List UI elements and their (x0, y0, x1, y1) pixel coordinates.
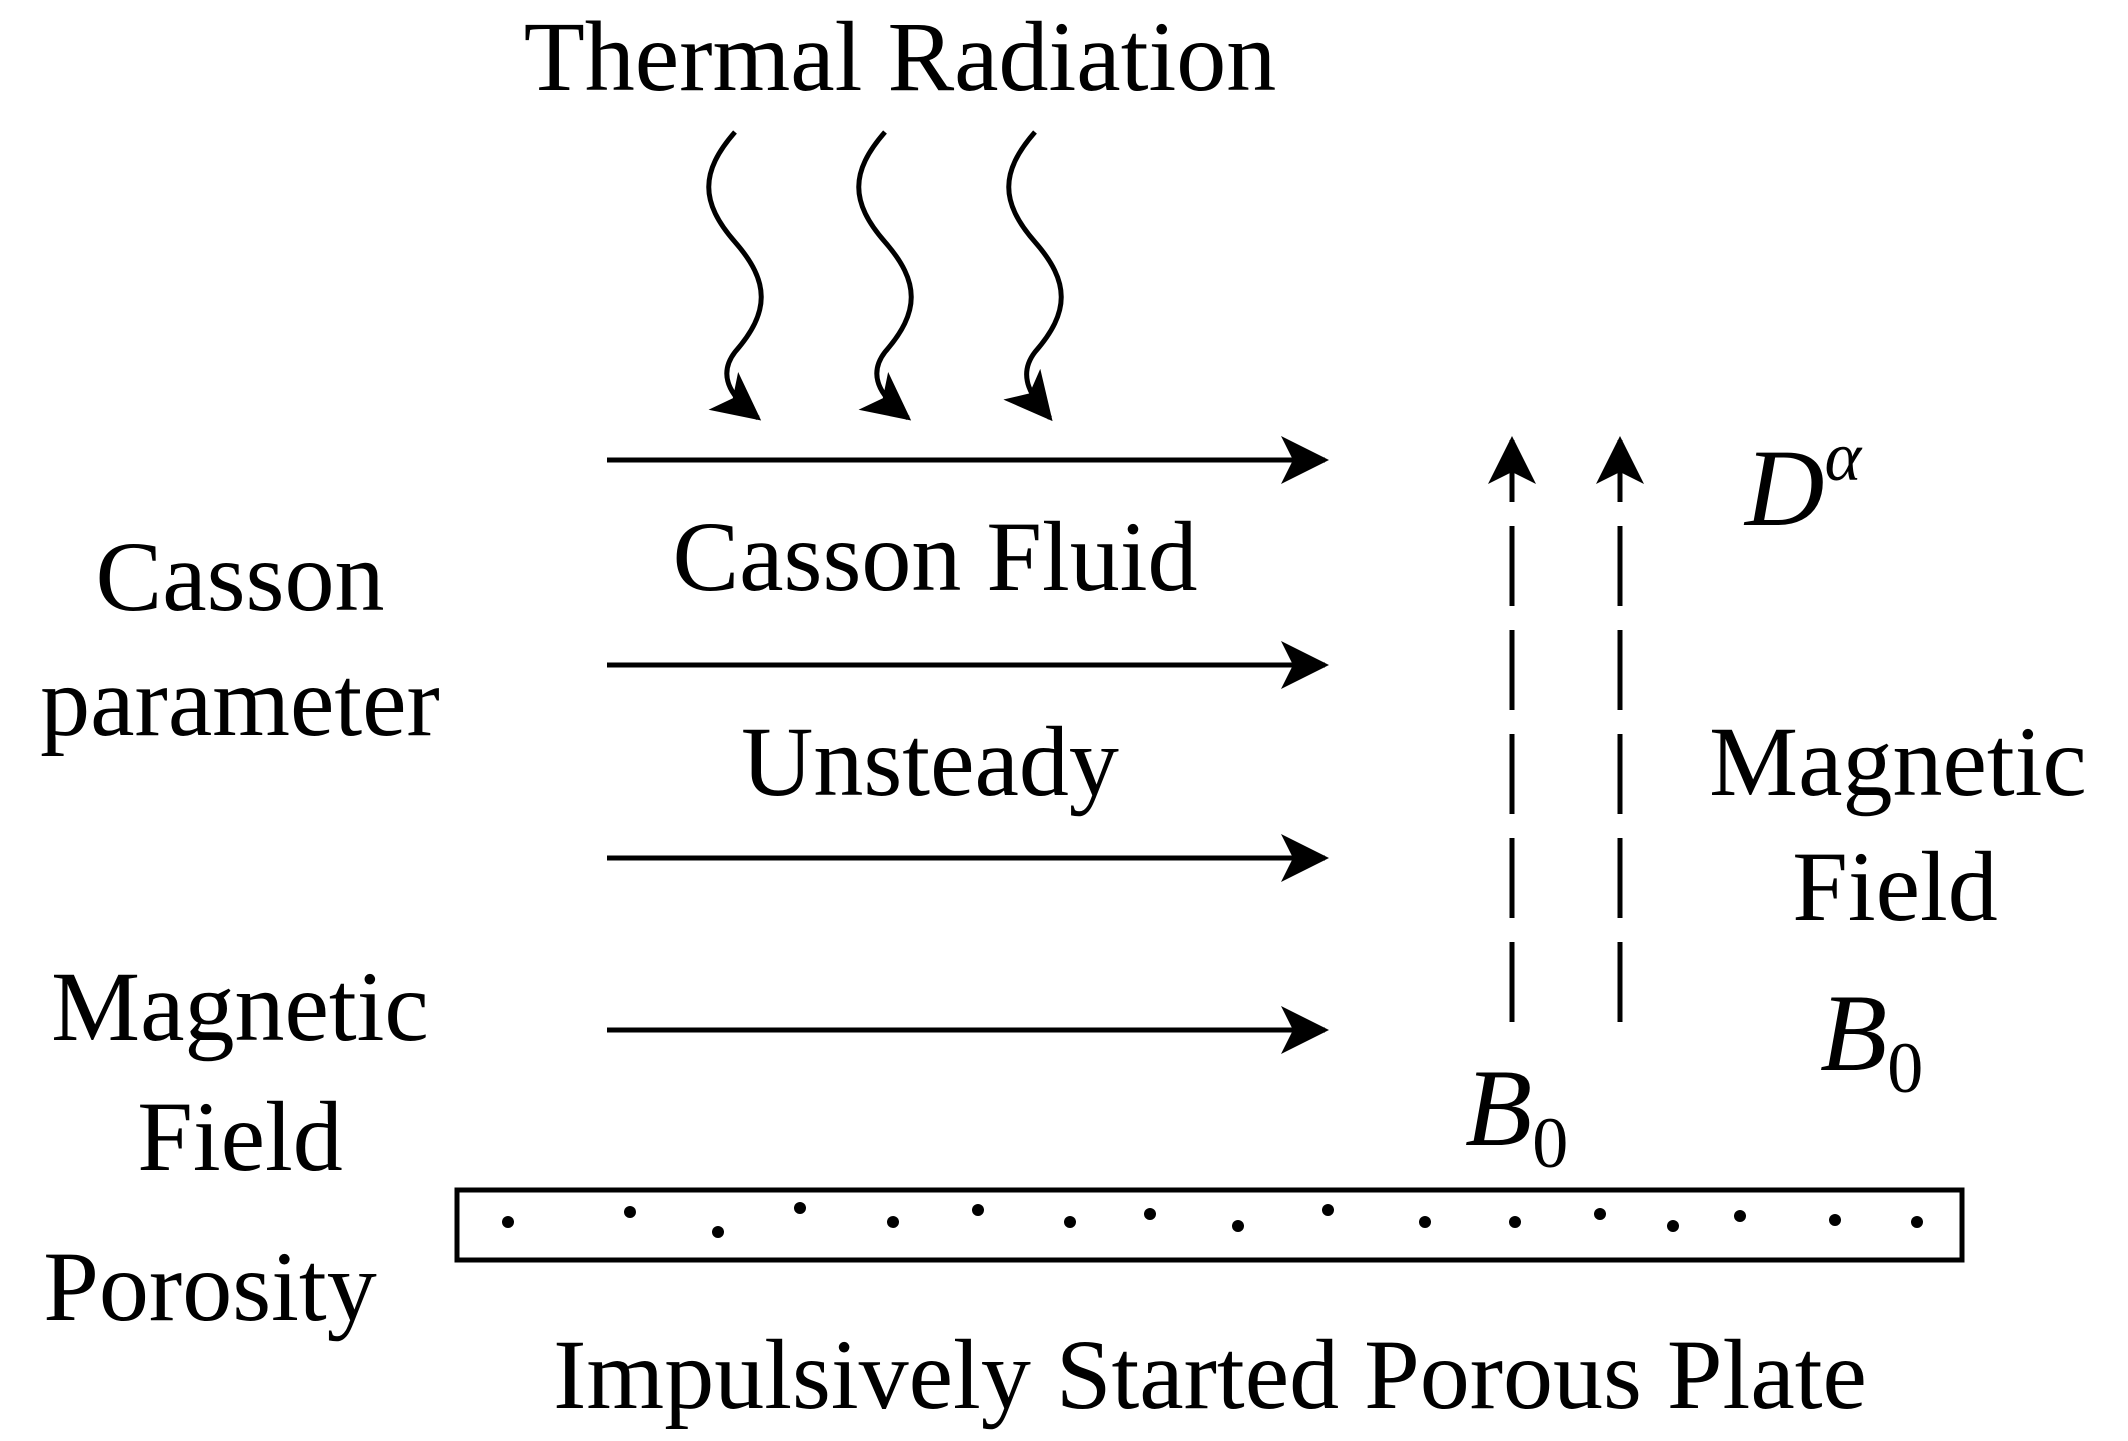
pore-dot (1144, 1208, 1156, 1220)
pore-dot (1322, 1204, 1334, 1216)
pore-dot (1064, 1216, 1076, 1228)
radiation-wave-arrow-3 (1003, 130, 1064, 422)
pore-dot (1419, 1216, 1431, 1228)
field-symbol-base-right: B (1820, 972, 1887, 1094)
unsteady-label: Unsteady (741, 706, 1119, 817)
field-symbol-subscript-center: 0 (1532, 1103, 1568, 1183)
pore-dot (1911, 1216, 1923, 1228)
derivative-base: D (1743, 427, 1824, 549)
magnetic-field-label-right-line2: Field (1792, 831, 1998, 942)
pore-dot (972, 1204, 984, 1216)
plate-pores (502, 1202, 1923, 1238)
porous-plate (454, 1187, 1965, 1263)
casson-fluid-label: Casson Fluid (672, 501, 1197, 612)
magnetic-field-label-right-line1: Magnetic (1709, 706, 2087, 817)
flow-arrows (607, 436, 1329, 1054)
fractional-derivative-symbol: Dα (1743, 419, 1862, 549)
field-strength-symbol-center: B0 (1465, 1047, 1568, 1183)
radiation-wave-arrow-1 (706, 130, 764, 421)
field-strength-symbol-right: B0 (1820, 972, 1923, 1108)
pore-dot (1829, 1214, 1841, 1226)
magnetic-field-label-left-line2: Field (137, 1081, 343, 1192)
field-symbol-base-center: B (1465, 1047, 1532, 1169)
pore-dot (502, 1216, 514, 1228)
pore-dot (794, 1202, 806, 1214)
magnetic-field-arrows (1488, 436, 1644, 1022)
pore-dot (624, 1206, 636, 1218)
pore-dot (1734, 1210, 1746, 1222)
pore-dot (1509, 1216, 1521, 1228)
field-symbol-subscript-right: 0 (1887, 1028, 1923, 1108)
pore-dot (712, 1226, 724, 1238)
pore-dot (887, 1216, 899, 1228)
magnetic-field-label-left-line1: Magnetic (51, 951, 429, 1062)
casson-parameter-label-line1: Casson (96, 521, 385, 632)
porosity-label: Porosity (43, 1231, 376, 1342)
derivative-exponent: α (1824, 419, 1862, 496)
radiation-wave-arrow-2 (856, 130, 914, 421)
pore-dot (1667, 1220, 1679, 1232)
pore-dot (1594, 1208, 1606, 1220)
thermal-radiation-arrows (706, 130, 1064, 422)
plate-label: Impulsively Started Porous Plate (553, 1319, 1867, 1430)
casson-parameter-label-line2: parameter (40, 646, 440, 757)
thermal-radiation-title: Thermal Radiation (524, 1, 1277, 112)
pore-dot (1232, 1220, 1244, 1232)
